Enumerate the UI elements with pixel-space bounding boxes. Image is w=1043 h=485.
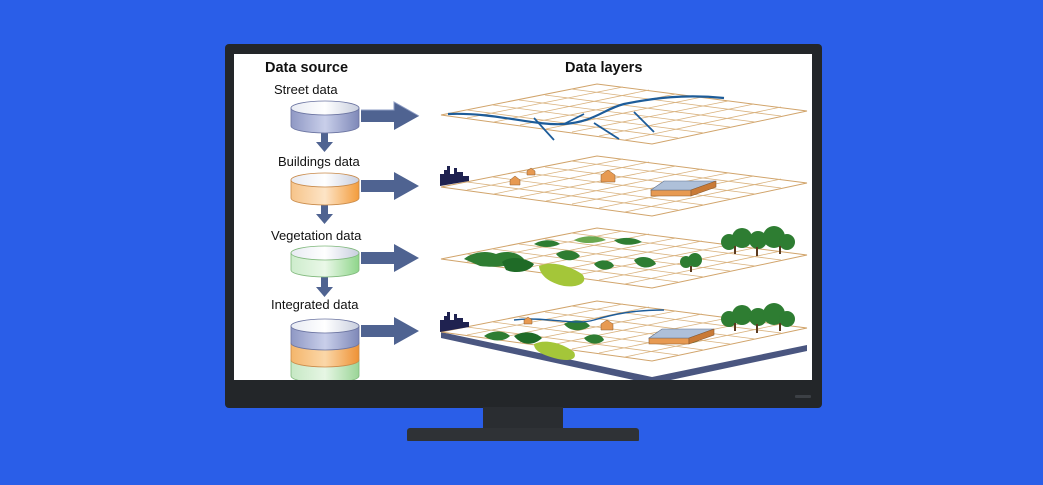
tree-icon — [721, 226, 795, 256]
house-icon — [523, 316, 533, 325]
city-skyline-icon — [440, 312, 469, 332]
right-arrow — [361, 101, 420, 130]
monitor-neck — [483, 407, 563, 429]
buildings-data-label: Buildings data — [278, 154, 360, 169]
integrated-database-icon — [290, 318, 360, 380]
buildings-layer — [440, 155, 808, 217]
tree-icon — [721, 303, 795, 333]
house-icon — [509, 175, 521, 186]
vegetation-layer — [440, 226, 808, 289]
vegetation-data-label: Vegetation data — [271, 228, 362, 243]
street-layer — [440, 83, 808, 145]
down-arrow — [316, 273, 333, 297]
monitor: Data source Data layers Street data Buil… — [225, 44, 822, 408]
forest-shapes — [464, 236, 656, 287]
integrated-data-label: Integrated data — [271, 297, 359, 312]
house-icon — [526, 167, 536, 176]
city-skyline-icon — [440, 166, 469, 186]
down-arrow — [316, 200, 333, 224]
vegetation-database-icon — [290, 245, 360, 278]
right-arrow — [361, 244, 419, 272]
building-icon — [648, 328, 715, 345]
house-icon — [600, 169, 616, 183]
street-database-icon — [290, 100, 360, 134]
monitor-screen: Data source Data layers Street data Buil… — [234, 54, 812, 380]
right-arrow — [361, 317, 419, 345]
monitor-stand — [407, 428, 639, 441]
down-arrow — [316, 128, 333, 152]
data-source-heading: Data source — [265, 60, 349, 76]
house-icon — [600, 319, 614, 331]
tree-icon — [680, 253, 702, 272]
right-arrow — [361, 172, 419, 200]
integrated-layer — [440, 300, 808, 380]
monitor-brand-mark — [795, 395, 811, 398]
buildings-database-icon — [290, 172, 360, 206]
gis-diagram — [290, 83, 808, 380]
building-icon — [650, 180, 717, 197]
street-data-label: Street data — [274, 82, 338, 97]
data-layers-heading: Data layers — [565, 60, 643, 76]
